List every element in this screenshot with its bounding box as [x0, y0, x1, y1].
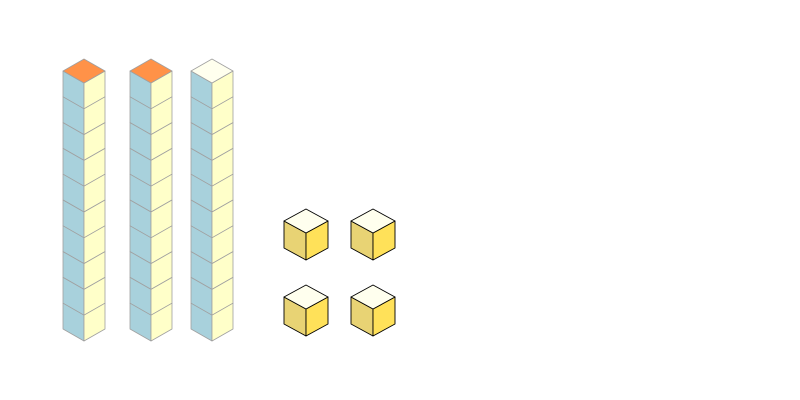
tens-rods [62, 58, 234, 342]
tens-rod [190, 58, 234, 342]
rod-segment-right-face [150, 302, 173, 342]
unit-cubes [283, 208, 396, 337]
rod-top-face [190, 58, 234, 84]
rod-top-face [62, 58, 106, 84]
rod-top-face [129, 58, 173, 84]
cube-top-face [350, 284, 396, 310]
cube-top-face [283, 284, 329, 310]
rod-segment-right-face [211, 302, 234, 342]
unit-cube [283, 284, 329, 337]
unit-cube [350, 284, 396, 337]
cube-top-face [283, 208, 329, 234]
unit-cube [350, 208, 396, 261]
cube-top-face [350, 208, 396, 234]
tens-rod [62, 58, 106, 342]
tens-rod [129, 58, 173, 342]
unit-cube [283, 208, 329, 261]
rod-segment-right-face [83, 302, 106, 342]
